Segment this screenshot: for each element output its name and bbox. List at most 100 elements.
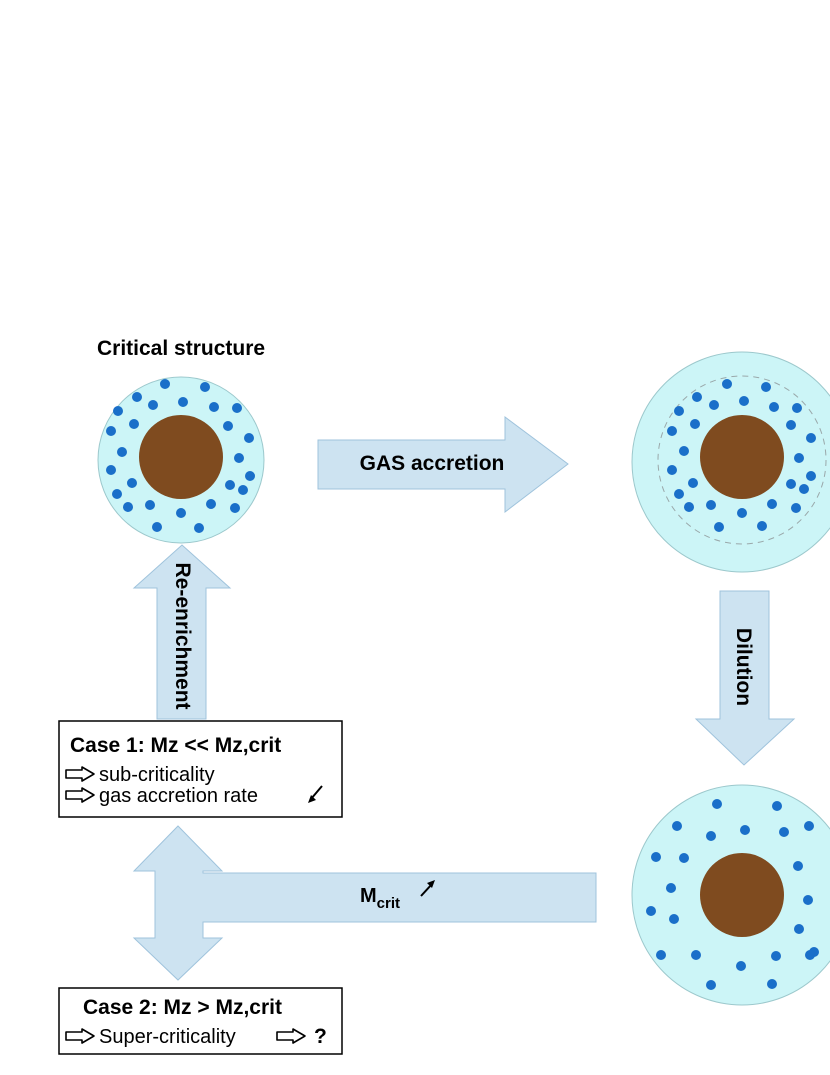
case1-heading: Case 1: Mz << Mz,crit xyxy=(70,734,281,757)
metal-dot xyxy=(679,853,689,863)
metal-dot xyxy=(757,521,767,531)
planet-critical-core xyxy=(139,415,223,499)
metal-dot xyxy=(112,489,122,499)
metal-dot xyxy=(736,961,746,971)
critical-structure-title: Critical structure xyxy=(97,337,265,360)
metal-dot xyxy=(209,402,219,412)
implies-arrow-icon xyxy=(65,1028,95,1044)
metal-dot xyxy=(148,400,158,410)
case1-line1: sub-criticality xyxy=(99,764,215,786)
metal-dot xyxy=(238,485,248,495)
metal-dot xyxy=(225,480,235,490)
m-crit-base: M xyxy=(360,885,377,907)
metal-dot xyxy=(714,522,724,532)
metal-dot xyxy=(793,861,803,871)
m-crit-arrow xyxy=(132,825,597,981)
metal-dot xyxy=(739,396,749,406)
metal-dot xyxy=(194,523,204,533)
planet-accreted-core xyxy=(700,415,784,499)
planet-diluted-core xyxy=(700,853,784,937)
m-crit-subscript: crit xyxy=(377,895,400,912)
gas-accretion-label: GAS accretion xyxy=(360,452,505,475)
planet-critical-dots xyxy=(106,379,255,533)
metal-dot xyxy=(771,951,781,961)
dilution-label: Dilution xyxy=(732,628,755,706)
metal-dot xyxy=(786,479,796,489)
metal-dot xyxy=(200,382,210,392)
planet-diluted xyxy=(631,784,830,1006)
metal-dot xyxy=(232,403,242,413)
metal-dot xyxy=(674,489,684,499)
metal-dot xyxy=(132,392,142,402)
metal-dot xyxy=(651,852,661,862)
metal-dot xyxy=(786,420,796,430)
case1-box xyxy=(58,720,343,818)
metal-dot xyxy=(646,906,656,916)
metal-dot xyxy=(160,379,170,389)
metal-dot xyxy=(761,382,771,392)
metal-dot xyxy=(106,465,116,475)
metal-dot xyxy=(129,419,139,429)
metal-dot xyxy=(709,400,719,410)
metal-dot xyxy=(767,499,777,509)
gas-accretion-arrow xyxy=(317,416,569,514)
metal-dot xyxy=(684,502,694,512)
case2-box xyxy=(58,987,343,1055)
metal-dot xyxy=(244,433,254,443)
metal-dot xyxy=(794,924,804,934)
metal-dot xyxy=(740,825,750,835)
metal-dot xyxy=(804,821,814,831)
metal-dot xyxy=(712,799,722,809)
implies-arrow-icon xyxy=(65,787,95,803)
planet-diluted-dots xyxy=(646,799,819,990)
metal-dot xyxy=(679,446,689,456)
metal-dot xyxy=(706,500,716,510)
metal-dot xyxy=(672,821,682,831)
metal-dot xyxy=(113,406,123,416)
metal-dot xyxy=(692,392,702,402)
metal-dot xyxy=(806,471,816,481)
metal-dot xyxy=(667,426,677,436)
metal-dot xyxy=(178,397,188,407)
metal-dot xyxy=(234,453,244,463)
metal-dot xyxy=(176,508,186,518)
metal-dot xyxy=(799,484,809,494)
metal-dot xyxy=(666,883,676,893)
implies-arrow-icon xyxy=(276,1028,306,1044)
metal-dot xyxy=(230,503,240,513)
case2-question: ? xyxy=(314,1025,327,1048)
case2-line1: Super-criticality xyxy=(99,1026,236,1048)
dilution-arrow xyxy=(694,590,796,766)
m-crit-label: Mcrit xyxy=(360,885,400,912)
metal-dot xyxy=(803,895,813,905)
re-enrichment-arrow xyxy=(132,544,232,720)
metal-dot xyxy=(127,478,137,488)
metal-dot xyxy=(794,453,804,463)
metal-dot xyxy=(737,508,747,518)
metal-dot xyxy=(106,426,116,436)
metal-dot xyxy=(667,465,677,475)
metal-dot xyxy=(123,502,133,512)
planet-accreted-dots xyxy=(667,379,816,532)
metal-dot xyxy=(769,402,779,412)
metal-dot xyxy=(690,419,700,429)
metal-dot xyxy=(245,471,255,481)
metal-dot xyxy=(772,801,782,811)
re-enrichment-label: Re-enrichment xyxy=(171,562,194,709)
metal-dot xyxy=(688,478,698,488)
metal-dot xyxy=(779,827,789,837)
implies-arrow-icon xyxy=(65,766,95,782)
planet-accreted xyxy=(631,351,830,573)
metal-dot xyxy=(223,421,233,431)
metal-dot xyxy=(722,379,732,389)
metal-dot xyxy=(206,499,216,509)
planet-accreted-inner-boundary xyxy=(657,375,827,545)
metal-dot xyxy=(767,979,777,989)
metal-dot xyxy=(656,950,666,960)
metal-dot xyxy=(792,403,802,413)
metal-dot xyxy=(669,914,679,924)
planet-critical xyxy=(97,376,265,544)
decrease-arrow-icon xyxy=(308,785,323,803)
metal-dot xyxy=(805,950,815,960)
